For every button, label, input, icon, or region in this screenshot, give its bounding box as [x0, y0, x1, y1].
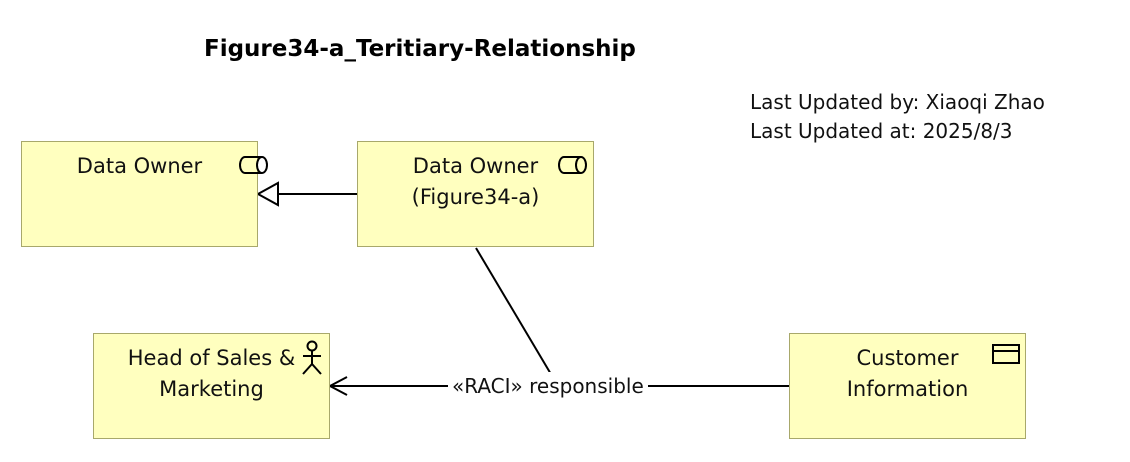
- business-role-icon: [558, 156, 587, 174]
- node-label-line: Head of Sales &: [127, 346, 296, 370]
- relationship-to-relationship-edge[interactable]: [475, 247, 559, 387]
- node-customer-information[interactable]: Customer Information: [789, 333, 1026, 439]
- node-label-line: (Figure34-a): [411, 185, 540, 209]
- node-label-line: Marketing: [159, 377, 264, 401]
- specialization-arrowhead: [255, 181, 279, 207]
- association-arrowhead: [327, 376, 348, 396]
- node-head-of-sales-marketing[interactable]: Head of Sales & Marketing: [93, 333, 330, 439]
- update-info: Last Updated by: Xiaoqi Zhao Last Update…: [750, 88, 1045, 146]
- business-actor-icon: [302, 340, 322, 375]
- diagram-title: Figure34-a_Teritiary-Relationship: [204, 36, 636, 62]
- node-label-line: Data Owner: [412, 154, 539, 178]
- business-role-icon: [239, 156, 268, 174]
- node-label-line: Customer: [856, 346, 959, 370]
- node-data-owner[interactable]: Data Owner: [21, 141, 268, 247]
- business-object-icon: [992, 344, 1020, 364]
- node-data-owner-figure34a[interactable]: Data Owner (Figure34-a): [357, 141, 594, 247]
- raci-responsible-label: «RACI» responsible: [448, 372, 648, 401]
- node-label-line: Information: [846, 377, 969, 401]
- last-updated-at: Last Updated at: 2025/8/3: [750, 119, 1013, 143]
- node-label-line: Data Owner: [76, 154, 203, 178]
- last-updated-by: Last Updated by: Xiaoqi Zhao: [750, 90, 1045, 114]
